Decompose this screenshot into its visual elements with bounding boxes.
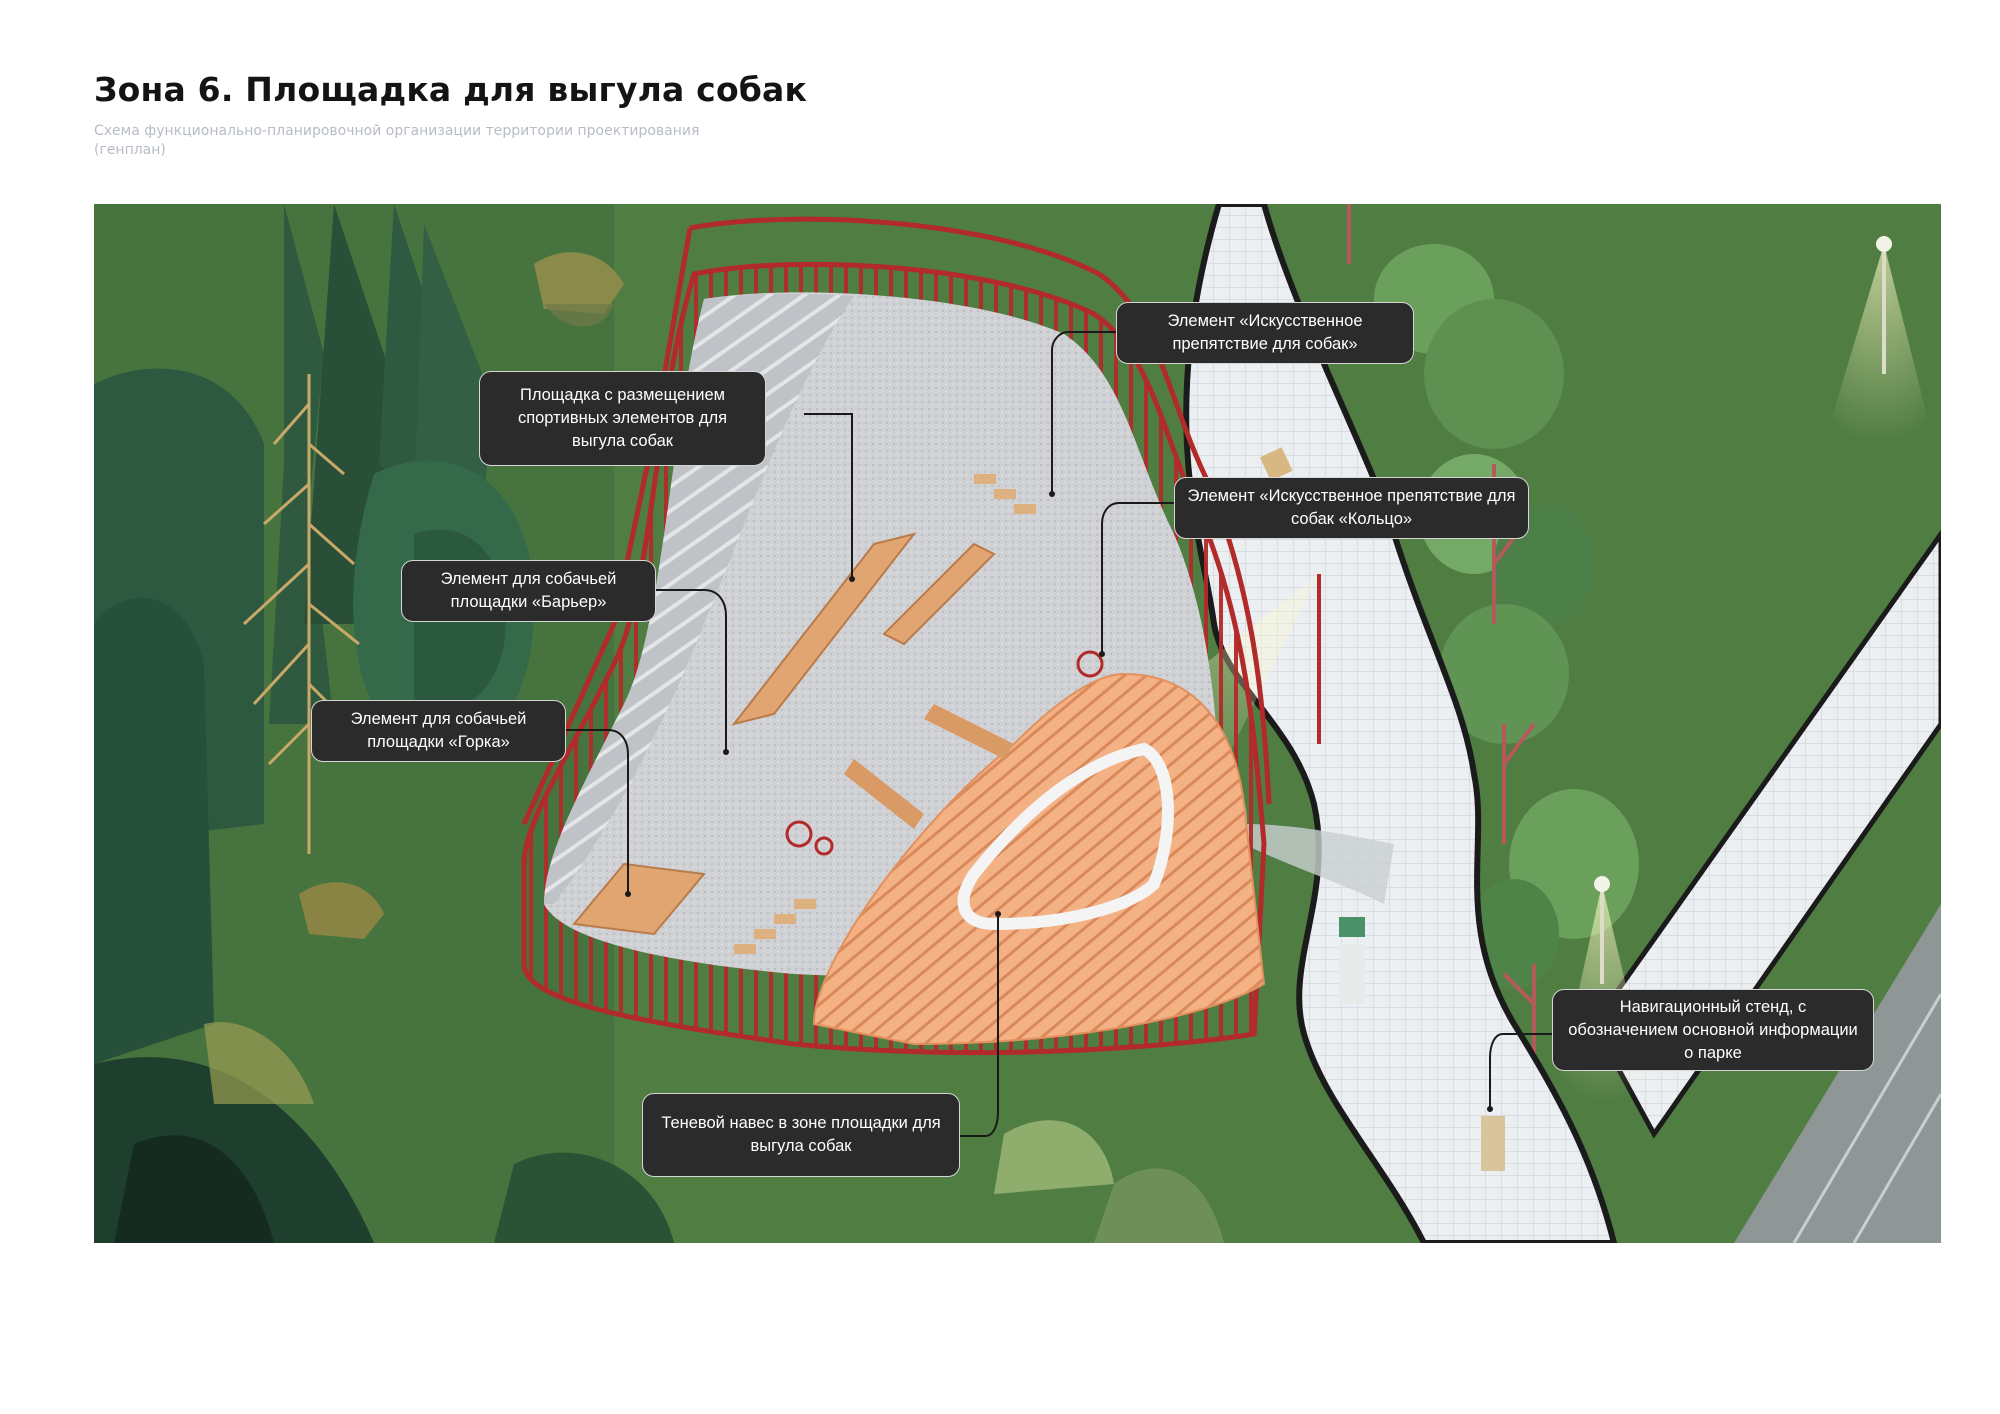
- callout-ring: Элемент «Искусственное препятствие для с…: [1174, 477, 1529, 539]
- waste-bin: [1339, 944, 1365, 1004]
- page-subtitle: Схема функционально-планировочной органи…: [94, 123, 700, 158]
- site-plan-illustration: Элемент «Искусственное препятствие для с…: [94, 204, 1941, 1243]
- callout-slide: Элемент для собачьей площадки «Горка»: [311, 700, 566, 762]
- callout-canopy: Теневой навес в зоне площадки для выгула…: [642, 1093, 960, 1177]
- callout-sport-area: Площадка с размещением спортивных элемен…: [479, 371, 766, 466]
- callout-navigation: Навигационный стенд, с обозначением осно…: [1552, 989, 1874, 1071]
- navigation-stand: [1481, 1116, 1505, 1171]
- callout-barrier: Элемент для собачьей площадки «Барьер»: [401, 560, 656, 622]
- leader-lines: [566, 331, 1552, 1137]
- shrubs: [204, 252, 1224, 1243]
- trees-right: [1347, 204, 1639, 1104]
- callout-obstacle: Элемент «Искусственное препятствие для с…: [1116, 302, 1414, 364]
- page-title: Зона 6. Площадка для выгула собак: [94, 70, 808, 109]
